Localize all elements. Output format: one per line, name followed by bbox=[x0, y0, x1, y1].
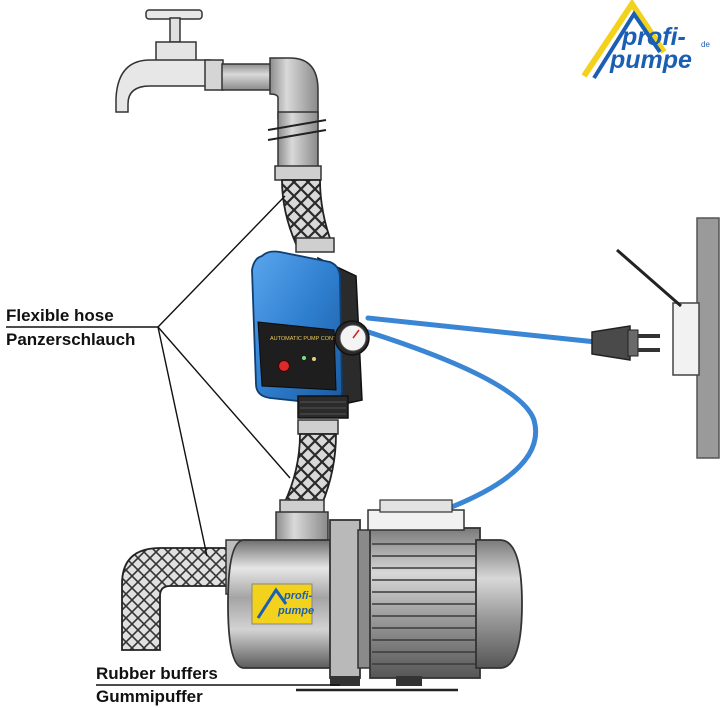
controller-panel-text: AUTOMATIC PUMP CONTROL bbox=[270, 336, 348, 342]
flexible-hose-label: Flexible hose bbox=[6, 306, 114, 325]
pump-logo-line2: pumpe bbox=[277, 605, 314, 617]
panzerschlauch-label: Panzerschlauch bbox=[6, 330, 136, 349]
flexible-hose-leader-lines bbox=[6, 195, 291, 557]
logo-suffix: de bbox=[701, 40, 710, 49]
pressure-controller: AUTOMATIC PUMP CONTROL bbox=[251, 250, 370, 419]
wall bbox=[616, 217, 720, 459]
motor-cooling-fins bbox=[372, 543, 478, 665]
power-plug bbox=[591, 325, 660, 361]
pump-logo-line1: profi- bbox=[283, 590, 312, 602]
rubber-buffers-label: Rubber buffers bbox=[96, 664, 218, 683]
gummipuffer-label: Gummipuffer bbox=[96, 687, 203, 706]
supply-pipe bbox=[221, 57, 327, 181]
pump-brand-logo: profi- pumpe bbox=[251, 583, 314, 625]
logo-line2: pumpe bbox=[609, 46, 692, 74]
lower-flexible-hose bbox=[279, 419, 339, 515]
jet-pump bbox=[227, 499, 523, 692]
logo-line1: profi- bbox=[621, 23, 686, 51]
power-cables bbox=[359, 315, 599, 513]
upper-flexible-hose bbox=[281, 179, 335, 253]
profi-pumpe-logo: profi- pumpe de bbox=[581, 0, 710, 80]
water-tap bbox=[115, 9, 224, 113]
